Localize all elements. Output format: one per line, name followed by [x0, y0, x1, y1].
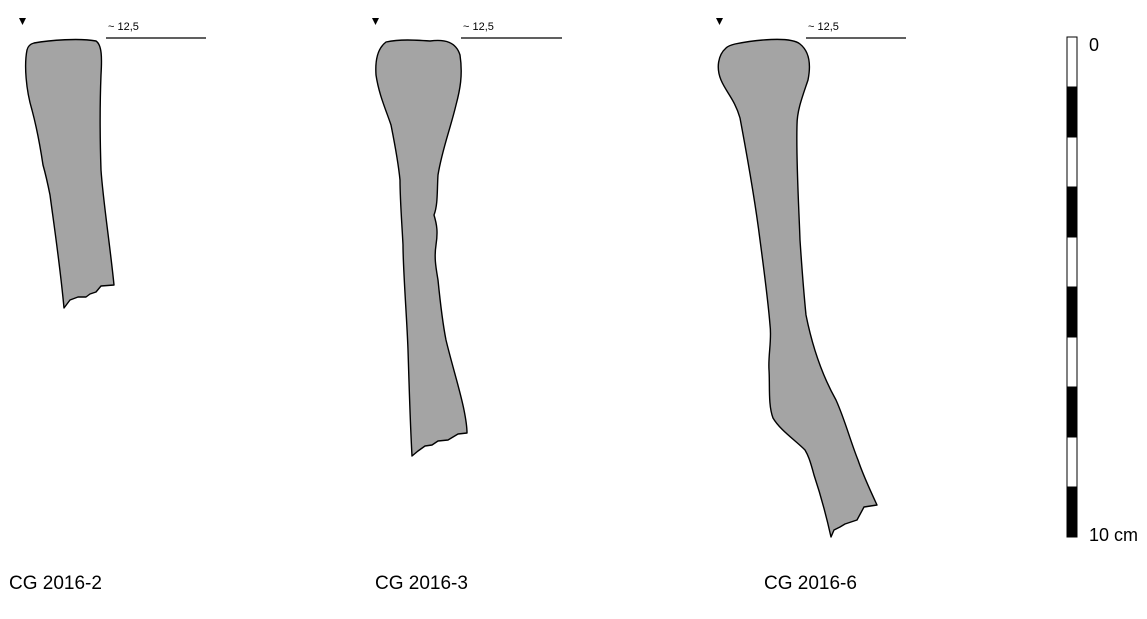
sherd-profile-group-cg-2016-2: ~ 12,5: [19, 18, 206, 309]
scale-bar-segment: [1066, 286, 1078, 338]
sample-label-cg-2016-3: CG 2016-3: [375, 573, 468, 594]
scale-bar-segment: [1066, 136, 1078, 188]
sample-label-cg-2016-6: CG 2016-6: [764, 573, 857, 594]
diameter-label: ~ 12,5: [108, 21, 139, 33]
scale-bar-segment: [1066, 36, 1078, 88]
scale-label-ten-cm: 10 cm: [1089, 525, 1138, 545]
scale-bar-segment: [1066, 436, 1078, 488]
scale-bar-segment: [1066, 236, 1078, 288]
rim-orientation-marker: [372, 18, 379, 25]
rim-orientation-marker: [716, 18, 723, 25]
sherd-profile: [24, 38, 115, 309]
sherd-profile: [375, 39, 468, 457]
scale-bar: [1066, 36, 1078, 538]
scale-bar-segment: [1066, 86, 1078, 138]
scale-bar-segment: [1066, 486, 1078, 538]
rim-orientation-marker: [19, 18, 26, 25]
diameter-label: ~ 12,5: [808, 21, 839, 33]
sherd-profile: [717, 38, 878, 538]
diameter-label: ~ 12,5: [463, 21, 494, 33]
sherd-profile-group-cg-2016-6: ~ 12,5: [716, 18, 906, 538]
scale-label-zero: 0: [1089, 35, 1099, 55]
scale-bar-segment: [1066, 386, 1078, 438]
scale-bar-segment: [1066, 186, 1078, 238]
sherd-profile-group-cg-2016-3: ~ 12,5: [372, 18, 562, 457]
scale-bar-segment: [1066, 336, 1078, 388]
sample-label-cg-2016-2: CG 2016-2: [9, 573, 102, 594]
